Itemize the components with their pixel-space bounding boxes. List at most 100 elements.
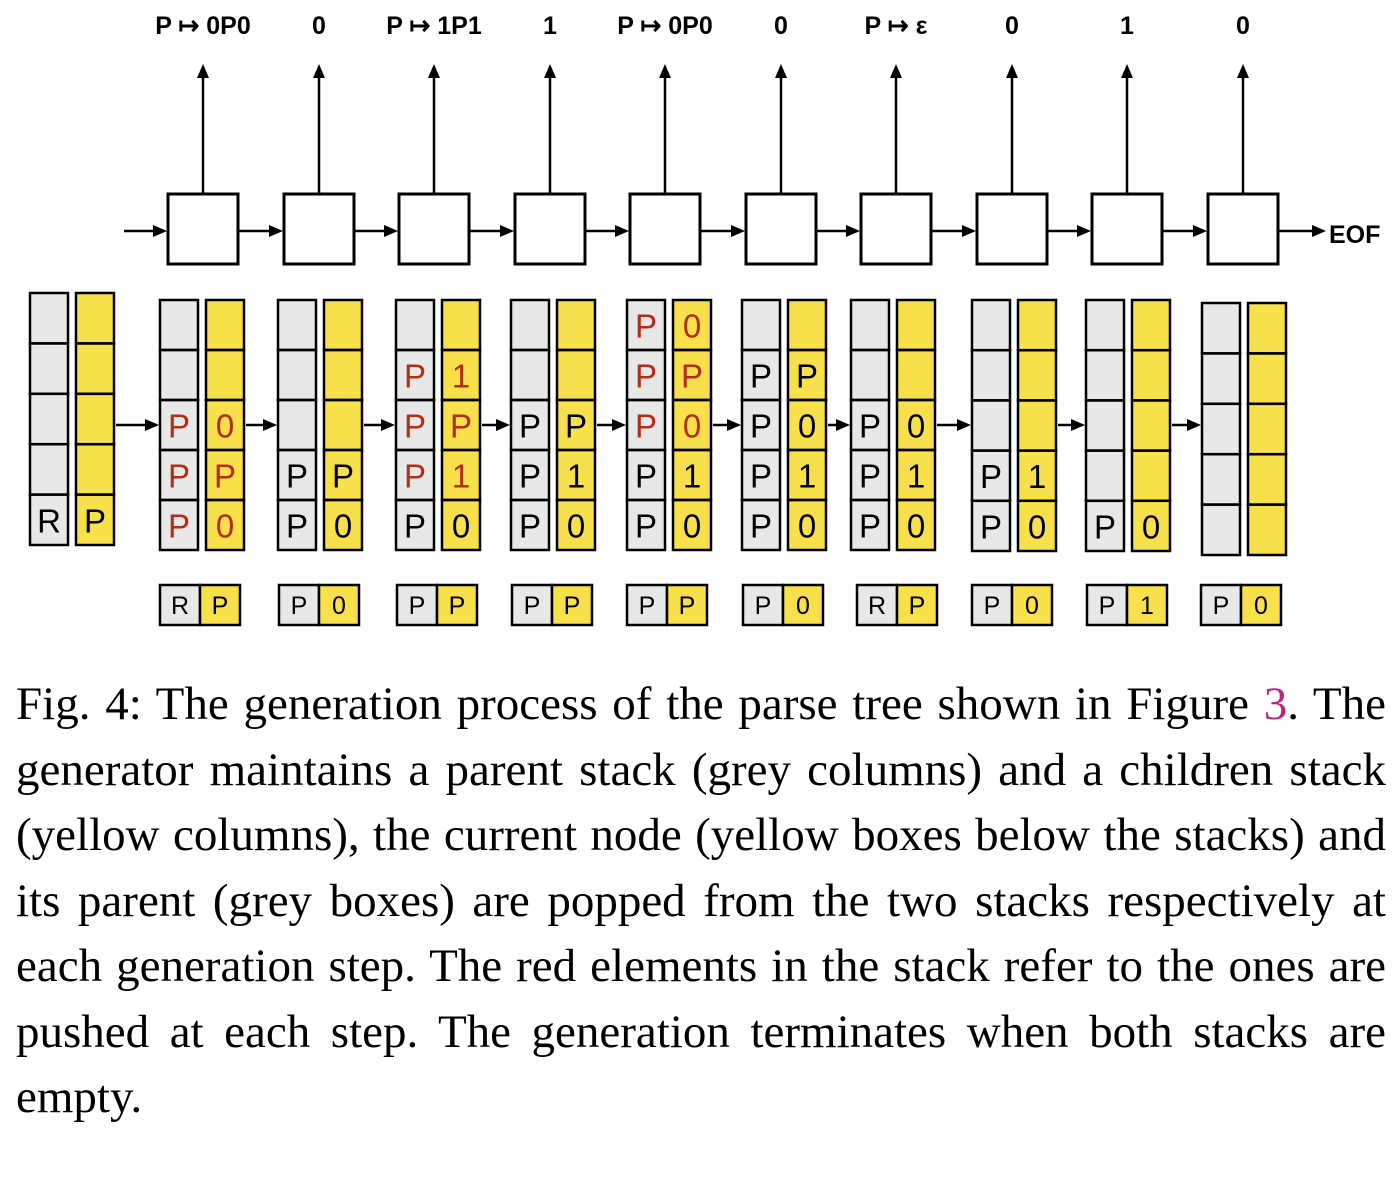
- parent-stack-item: P: [519, 408, 541, 445]
- output-arrow-head: [544, 64, 556, 78]
- parent-stack-column: [278, 300, 316, 550]
- parent-stack-item: P: [635, 458, 657, 495]
- children-stack-item: P: [84, 502, 106, 539]
- popped-node-label: 0: [796, 592, 810, 620]
- popped-parent-label: P: [755, 592, 772, 620]
- children-stack-item: 0: [683, 308, 701, 345]
- chain-input-arrow-head: [153, 225, 167, 237]
- children-stack-cell: [204, 298, 246, 352]
- output-label: 0: [312, 12, 326, 40]
- output-label: 1: [1120, 12, 1134, 40]
- output-label: 0: [774, 12, 788, 40]
- popped-node-box: [317, 583, 361, 627]
- children-stack-item: 0: [683, 508, 701, 545]
- parent-stack-item: R: [37, 502, 61, 539]
- children-stack-item: 0: [907, 408, 925, 445]
- popped-parent-box: [741, 583, 785, 627]
- step-arrow-head: [496, 419, 510, 431]
- output-label: 0: [1236, 12, 1250, 40]
- output-arrow-head: [1237, 64, 1249, 78]
- popped-parent-label: R: [868, 592, 886, 620]
- parent-stack-cell: [1084, 298, 1126, 352]
- chain-arrow-head: [615, 225, 629, 237]
- children-stack-item: P: [214, 458, 236, 495]
- children-stack-column: [673, 300, 711, 550]
- parent-stack-item: P: [750, 408, 772, 445]
- parent-stack-column: [1202, 303, 1240, 555]
- popped-node-box: [665, 583, 709, 627]
- parent-stack-item: P: [750, 358, 772, 395]
- children-stack-column: [788, 300, 826, 550]
- children-stack-item: 0: [567, 508, 585, 545]
- popped-node-box: [1239, 583, 1283, 627]
- chain-arrow-head: [731, 225, 745, 237]
- step-arrow-head: [263, 419, 277, 431]
- children-stack-item: 0: [1142, 508, 1160, 545]
- parent-stack-cell: [1200, 301, 1242, 355]
- children-stack-item: 0: [798, 408, 816, 445]
- parent-stack-item: P: [519, 508, 541, 545]
- children-stack-cell: [1016, 298, 1058, 352]
- parent-stack-item: P: [168, 408, 190, 445]
- figure-reference-link[interactable]: 3: [1263, 678, 1288, 730]
- output-label: P ↦ 0P0: [617, 12, 713, 40]
- children-stack-cell: [322, 298, 364, 352]
- children-stack-cell: [671, 298, 713, 352]
- parent-stack-item: P: [750, 508, 772, 545]
- parent-stack-item: P: [859, 508, 881, 545]
- parent-stack-item: P: [980, 458, 1002, 495]
- popped-node-label: 0: [1254, 592, 1268, 620]
- generator-step-box: [513, 192, 587, 266]
- children-stack-cell: [895, 298, 937, 352]
- popped-node-box: [781, 583, 825, 627]
- children-stack-column: [557, 300, 595, 550]
- output-label: P ↦ 0P0: [155, 12, 251, 40]
- children-stack-item: 1: [798, 458, 816, 495]
- parent-stack-item: P: [286, 508, 308, 545]
- children-stack-cell: [1130, 298, 1172, 352]
- output-arrow-head: [428, 64, 440, 78]
- chain-arrow-head: [846, 225, 860, 237]
- popped-node-box: [1010, 583, 1054, 627]
- children-stack-column: [897, 300, 935, 550]
- parent-stack-item: P: [168, 508, 190, 545]
- parent-stack-column: [972, 300, 1010, 551]
- step-arrow-head: [836, 419, 850, 431]
- chain-arrow-head: [1193, 225, 1207, 237]
- parent-stack-column: [511, 300, 549, 550]
- generator-step-box: [975, 192, 1049, 266]
- children-stack-column: [1248, 303, 1286, 555]
- output-arrow-head: [197, 64, 209, 78]
- generator-step-box: [397, 192, 471, 266]
- generator-step-box: [1090, 192, 1164, 266]
- parent-stack-cell: [970, 298, 1012, 352]
- chain-arrow-head: [1077, 225, 1091, 237]
- children-stack-item: 0: [216, 508, 234, 545]
- figure-caption: Fig. 4: The generation process of the pa…: [16, 672, 1386, 1131]
- parent-stack-cell: [28, 291, 70, 345]
- step-arrow-head: [727, 419, 741, 431]
- generator-step-box: [282, 192, 356, 266]
- children-stack-item: P: [681, 358, 703, 395]
- parent-stack-cell: [394, 298, 436, 352]
- parent-stack-item: P: [404, 458, 426, 495]
- output-arrow-head: [890, 64, 902, 78]
- parent-stack-item: P: [635, 408, 657, 445]
- popped-node-label: P: [564, 592, 581, 620]
- eof-arrow-head: [1312, 225, 1326, 237]
- caption-prefix: Fig. 4: The generation process of the pa…: [16, 678, 1264, 730]
- children-stack-item: 0: [216, 408, 234, 445]
- popped-node-box: [550, 583, 594, 627]
- parent-stack-item: P: [980, 508, 1002, 545]
- parent-stack-item: P: [404, 408, 426, 445]
- children-stack-item: 0: [907, 508, 925, 545]
- parent-stack-item: P: [859, 408, 881, 445]
- children-stack-item: 1: [683, 458, 701, 495]
- output-label: P ↦ ε: [865, 12, 928, 40]
- parent-stack-cell: [158, 298, 200, 352]
- parent-stack-item: P: [286, 458, 308, 495]
- parent-stack-item: P: [635, 508, 657, 545]
- children-stack-item: 1: [567, 458, 585, 495]
